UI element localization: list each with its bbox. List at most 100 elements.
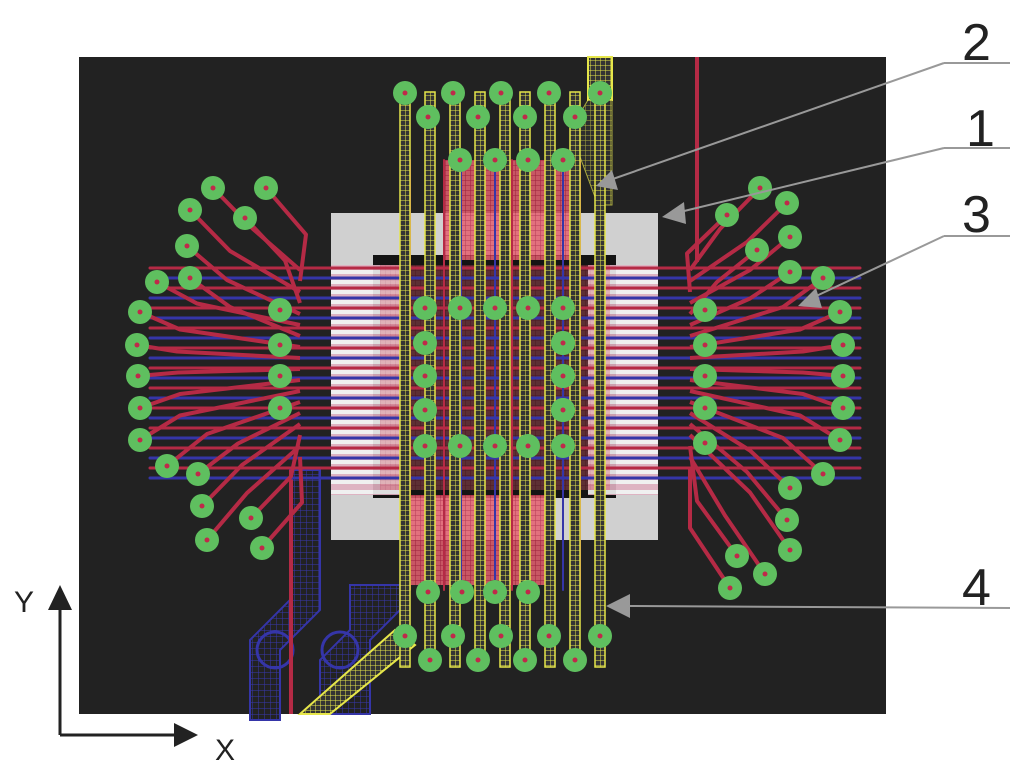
right-pad-center: [784, 200, 790, 206]
bottom-pad-center: [572, 657, 578, 663]
right-fanout-trace: [688, 455, 767, 576]
bottom-pad-center: [459, 589, 465, 595]
left-fanout-trace: [137, 367, 301, 378]
bottom-pad-center: [492, 589, 498, 595]
right-fanout-trace: [688, 433, 792, 552]
bottom-pad-center: [427, 657, 433, 663]
left-pad-center: [248, 515, 254, 521]
bottom-pad-center: [525, 589, 531, 595]
top-pad-center: [425, 114, 431, 120]
left-pad-center: [242, 215, 248, 221]
right-fanout-trace: [689, 343, 844, 360]
die-pad-center: [560, 407, 566, 413]
left-pad-center: [210, 185, 216, 191]
inner-right-pad-center: [702, 342, 708, 348]
die-pad-center: [525, 443, 531, 449]
y-axis-label: Y: [14, 586, 34, 619]
bottom-pad-center: [498, 633, 504, 639]
die-pad-center: [560, 443, 566, 449]
right-fanout-trace: [689, 378, 844, 410]
left-fanout-trace: [200, 422, 302, 508]
inner-left-pad-center: [277, 307, 283, 313]
yellow-vertical-trace: [499, 91, 511, 668]
right-pad-center: [754, 247, 760, 253]
top-pad-center: [475, 114, 481, 120]
inner-left-pad-center: [277, 373, 283, 379]
die-pad-center: [560, 373, 566, 379]
right-pad-center: [820, 275, 826, 281]
top-pad-center: [525, 157, 531, 163]
left-pad-center: [164, 463, 170, 469]
top-pad-center: [402, 90, 408, 96]
left-fanout-trace: [260, 456, 304, 550]
right-pad-center: [840, 342, 846, 348]
left-pad-center: [263, 185, 269, 191]
callout-leaders: [596, 62, 1011, 618]
left-fanout-trace: [139, 310, 301, 349]
left-pad-center: [137, 309, 143, 315]
right-fanout-trace: [689, 400, 825, 476]
die-pad-center: [492, 443, 498, 449]
left-fanout-trace: [139, 378, 301, 410]
die-pad-center: [560, 340, 566, 346]
callout-3-label: 3: [962, 186, 991, 244]
right-fanout-trace: [688, 468, 732, 590]
right-pad-center: [840, 405, 846, 411]
inner-right-pad-center: [702, 405, 708, 411]
bottom-pad-center: [475, 657, 481, 663]
bottom-pad-center: [597, 633, 603, 639]
right-pad-center: [837, 437, 843, 443]
right-fanout-trace: [688, 186, 762, 272]
pads-layer: [125, 81, 855, 672]
top-pad-center: [597, 90, 603, 96]
die-pad-center: [457, 443, 463, 449]
left-pad-center: [195, 471, 201, 477]
inner-right-pad-center: [702, 307, 708, 313]
inner-left-pad-center: [277, 342, 283, 348]
right-fanout-trace: [689, 367, 844, 378]
right-pad-center: [762, 571, 768, 577]
right-pad-center: [784, 517, 790, 523]
left-pad-center: [137, 405, 143, 411]
bottom-pad-center: [402, 633, 408, 639]
top-pad-center: [498, 90, 504, 96]
right-pad-center: [724, 212, 730, 218]
left-pad-center: [204, 537, 210, 543]
bottom-pad-center: [425, 589, 431, 595]
left-fanout-trace: [188, 276, 301, 338]
die-pad-center: [422, 443, 428, 449]
bottom-pad-center: [546, 633, 552, 639]
die-pad-center: [492, 305, 498, 311]
left-pad-center: [199, 503, 205, 509]
yellow-vertical-trace: [399, 91, 411, 668]
x-axis-label: X: [215, 734, 235, 767]
left-fanout-trace: [188, 208, 302, 294]
right-fanout-trace: [685, 213, 729, 293]
right-fanout-trace: [688, 411, 792, 490]
left-fanout-trace: [196, 411, 301, 476]
die-pad-center: [560, 305, 566, 311]
top-pad-center: [546, 90, 552, 96]
left-pad-center: [184, 243, 190, 249]
callout-4-label: 4: [962, 559, 991, 617]
top-pad-center: [560, 157, 566, 163]
right-fanout-trace: [689, 389, 842, 442]
right-pad-center: [787, 234, 793, 240]
left-fanout-trace: [138, 389, 301, 442]
left-fanout-trace: [156, 280, 301, 327]
right-pad-center: [840, 373, 846, 379]
die-pad-center: [422, 305, 428, 311]
right-pad-center: [787, 485, 793, 491]
die-pad-center: [525, 305, 531, 311]
right-pad-center: [734, 553, 740, 559]
callout-1-label: 1: [966, 100, 995, 158]
die-pad-center: [422, 340, 428, 346]
left-fanout-trace: [264, 186, 308, 282]
inner-left-pad-center: [277, 405, 283, 411]
die-pad-center: [422, 407, 428, 413]
left-pad-center: [187, 207, 193, 213]
left-pad-center: [137, 437, 143, 443]
axes: [48, 585, 198, 747]
right-pad-center: [787, 269, 793, 275]
top-pad-center: [450, 90, 456, 96]
